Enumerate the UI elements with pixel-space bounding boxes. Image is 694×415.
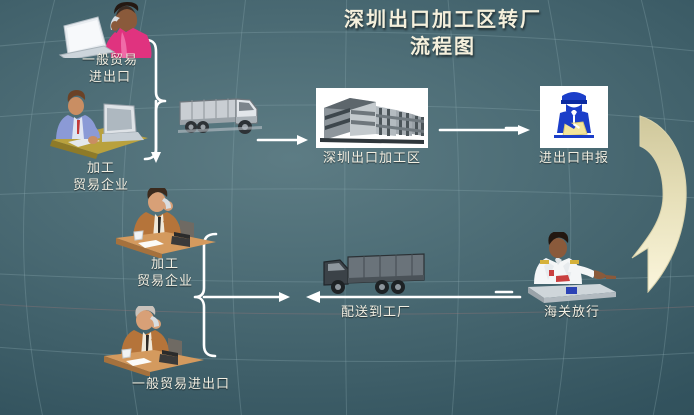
industrial-building-icon	[316, 88, 428, 148]
semi-truck-icon	[176, 92, 268, 140]
man-at-desk-phone-icon	[112, 188, 218, 258]
node-label-processing-trade-enterprise-top: 加工 贸易企业	[72, 161, 129, 193]
node-label-processing-trade-enterprise-bottom: 加工 贸易企业	[136, 257, 193, 289]
arrowhead-left-1	[306, 291, 320, 303]
node-label-general-trade-import-export-bottom: 一般贸易进出口	[131, 377, 230, 392]
node-label-import-export-declaration: 进出口申报	[538, 151, 609, 166]
big-curved-arrow-right-icon	[618, 108, 694, 294]
arrowhead-right-1	[297, 135, 308, 145]
arrowhead-left-2	[279, 292, 290, 302]
semi-truck-icon	[320, 248, 432, 300]
customs-clerk-blue-icon	[540, 86, 608, 148]
node-label-delivery-to-factory: 配送到工厂	[340, 305, 411, 320]
node-label-shenzhen-export-processing-zone: 深圳出口加工区	[322, 151, 421, 166]
page-title: 深圳出口加工区转厂 流程图	[344, 7, 542, 58]
arrowhead-right-2	[518, 125, 530, 135]
node-label-customs-clearance: 海关放行	[543, 305, 600, 320]
woman-on-phone-with-laptop-icon	[58, 2, 162, 58]
node-label-general-trade-import-export-top: 一般贸易 进出口	[81, 53, 138, 85]
man-at-desk-phone-icon	[100, 306, 206, 376]
customs-officer-pointing-icon	[518, 232, 626, 304]
man-at-computer-desk-icon	[46, 90, 156, 160]
